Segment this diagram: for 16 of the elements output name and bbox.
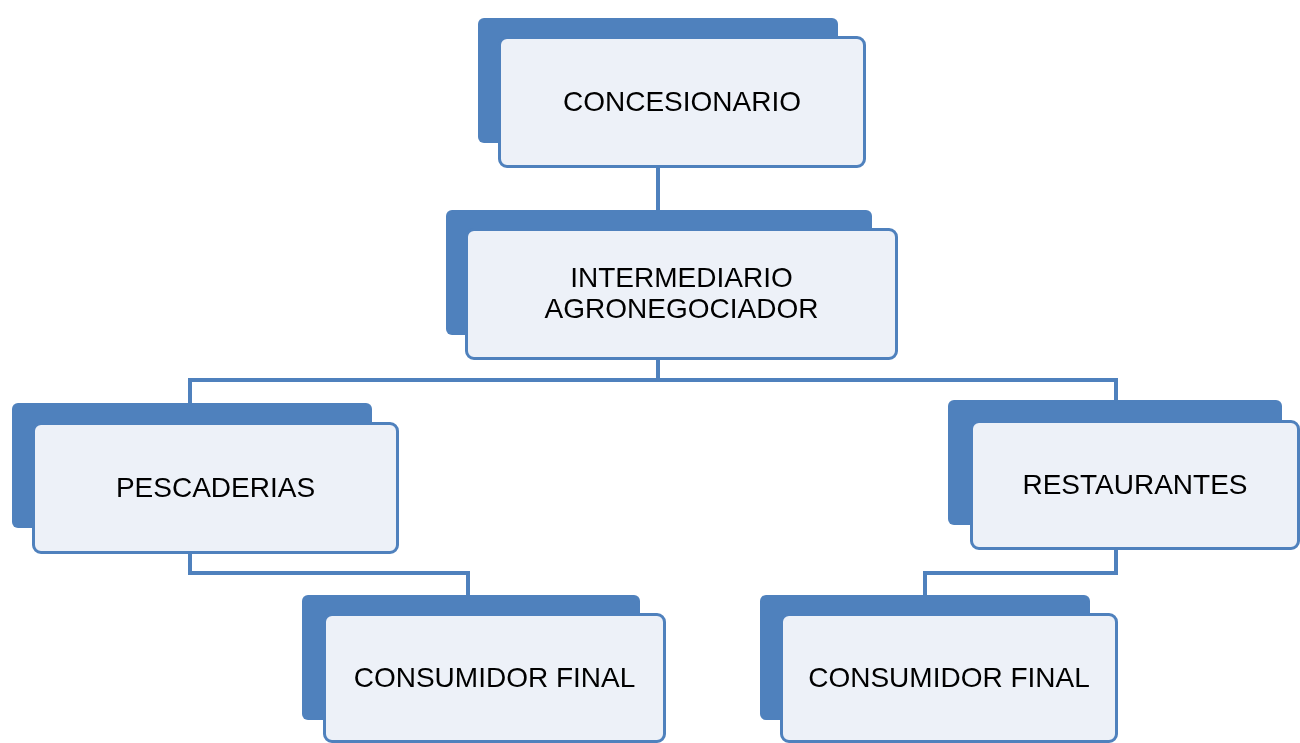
process-box (446, 210, 898, 360)
connector-line (656, 360, 1118, 400)
connector-line (188, 554, 470, 595)
process-box (478, 18, 866, 168)
process-box (760, 595, 1118, 743)
node-label: CONCESIONARIO (563, 86, 801, 118)
process-box (302, 595, 666, 743)
node-label: PESCADERIAS (115, 472, 316, 504)
connector-line (923, 550, 1118, 595)
process-box (12, 403, 399, 554)
node-label: CONSUMIDOR FINAL (353, 662, 636, 694)
connector-line (656, 168, 660, 210)
node-label: INTERMEDIARIO AGRONEGOCIADOR (543, 263, 820, 325)
node-label: RESTAURANTES (1022, 469, 1248, 501)
process-box (948, 400, 1300, 550)
node-label: CONSUMIDOR FINAL (808, 662, 1090, 694)
